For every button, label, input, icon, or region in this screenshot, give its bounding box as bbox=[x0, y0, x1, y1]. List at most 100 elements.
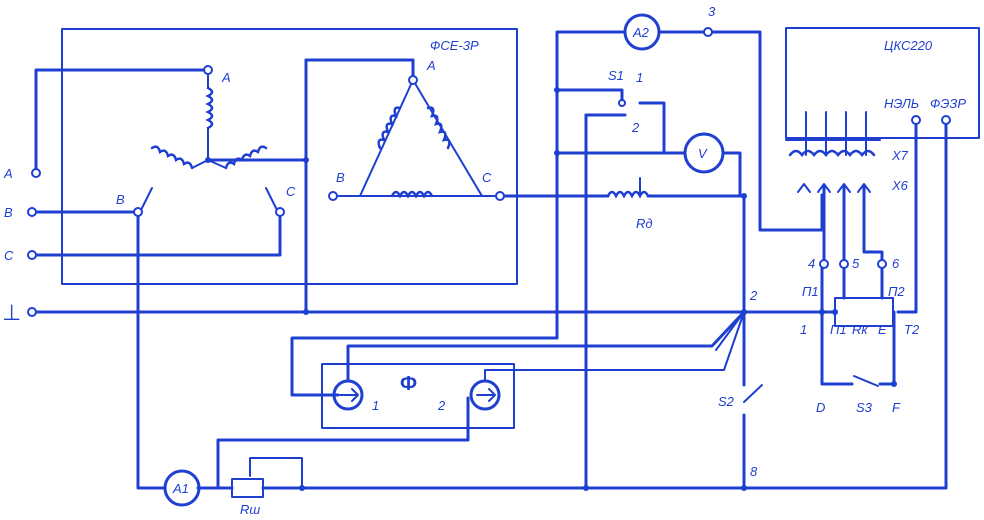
label-supply-a: A bbox=[3, 166, 13, 181]
terminal-delta-b bbox=[328, 191, 338, 201]
label-node-5: 5 bbox=[852, 256, 860, 271]
label-node-3: 3 bbox=[708, 4, 716, 19]
resistor-wiper bbox=[249, 457, 303, 489]
node-dot bbox=[891, 381, 897, 387]
terminal-star-c bbox=[275, 207, 285, 217]
delta-coil-left bbox=[377, 106, 402, 150]
label-ammeter-a1: A1 bbox=[172, 481, 189, 496]
label-panel-left: НЭЛЬ bbox=[884, 96, 919, 111]
node-dot bbox=[303, 157, 309, 163]
label-t1: 1 bbox=[800, 322, 807, 337]
phase-coil-2-arrow bbox=[476, 388, 496, 402]
supply-wire-c bbox=[34, 216, 282, 257]
node-2-to-phase-1 bbox=[346, 310, 746, 382]
label-s2: S2 bbox=[718, 394, 735, 409]
label-rd: Rд bbox=[636, 216, 653, 231]
bottom-bus bbox=[136, 210, 167, 490]
terminal-node-3 bbox=[703, 27, 713, 37]
star-leg-c bbox=[207, 159, 227, 169]
label-f: F bbox=[892, 400, 901, 415]
ammeter-a2 bbox=[623, 13, 661, 51]
left-bus-wire bbox=[290, 58, 559, 397]
label-star-c: C bbox=[286, 184, 296, 199]
label-delta-title: ФСЕ-3Р bbox=[430, 38, 479, 53]
d-wire bbox=[820, 260, 854, 386]
node-2-fan bbox=[715, 311, 745, 351]
star-leg-b-end bbox=[139, 187, 153, 213]
label-phase-coil-2: 2 bbox=[437, 398, 446, 413]
delta-top-wire bbox=[304, 58, 415, 80]
delta-side-right bbox=[412, 79, 483, 197]
delta-side-left bbox=[359, 79, 414, 197]
star-coil-b bbox=[150, 145, 194, 170]
label-rk: Rк bbox=[852, 322, 868, 337]
node-dot bbox=[741, 309, 747, 315]
terminal-4 bbox=[819, 259, 829, 269]
label-delta-a: A bbox=[426, 58, 436, 73]
ammeter-a1 bbox=[163, 469, 201, 507]
xt6-arrows bbox=[797, 183, 871, 193]
terminal-s1-contact bbox=[618, 99, 626, 107]
label-node-2: 2 bbox=[749, 288, 758, 303]
bottom-bus-far bbox=[261, 120, 948, 490]
label-p1: П1 bbox=[802, 284, 819, 299]
xt7-coils bbox=[788, 149, 876, 158]
label-node-4: 4 bbox=[808, 256, 815, 271]
label-rsh: Rш bbox=[240, 502, 260, 517]
label-ground: ⊥ bbox=[2, 301, 21, 326]
node-dot bbox=[741, 193, 747, 199]
voltmeter-v bbox=[683, 132, 725, 174]
panel-frame bbox=[785, 27, 980, 139]
label-star-b: B bbox=[116, 192, 125, 207]
label-ammeter-a2: A2 bbox=[632, 25, 650, 40]
label-supply-c: C bbox=[4, 248, 14, 263]
label-s1-contact-1: 1 bbox=[636, 70, 643, 85]
label-supply-b: B bbox=[4, 205, 13, 220]
node-dot bbox=[583, 485, 589, 491]
terminal-panel-right bbox=[941, 115, 951, 125]
label-s1: S1 bbox=[608, 68, 624, 83]
delta-coil-bottom bbox=[390, 190, 434, 199]
terminal-star-b bbox=[133, 207, 143, 217]
label-phase-title: Ф bbox=[400, 373, 417, 395]
node-dot bbox=[554, 87, 560, 93]
label-panel-title: ЦКС220 bbox=[884, 38, 933, 53]
label-voltmeter: V bbox=[698, 146, 708, 161]
label-phase-coil-1: 1 bbox=[372, 398, 379, 413]
label-node-8: 8 bbox=[750, 464, 758, 479]
terminal-ground bbox=[27, 307, 37, 317]
node-dot bbox=[832, 309, 838, 315]
label-xt6: Х6 bbox=[891, 178, 909, 193]
label-xt7: Х7 bbox=[891, 148, 909, 163]
label-s3: S3 bbox=[856, 400, 873, 415]
label-p2: П2 bbox=[888, 284, 905, 299]
v-right-wire bbox=[721, 151, 742, 197]
label-e: Е bbox=[878, 322, 887, 337]
terminal-supply-a bbox=[31, 168, 41, 178]
terminal-delta-a bbox=[408, 75, 418, 85]
s1-common-wire bbox=[555, 88, 624, 105]
node-dot bbox=[741, 485, 747, 491]
terminal-6 bbox=[877, 259, 887, 269]
terminal-5 bbox=[839, 259, 849, 269]
label-panel-right: ФЭЗР bbox=[930, 96, 966, 111]
node-dot bbox=[303, 309, 309, 315]
phase-coil-1 bbox=[332, 379, 364, 411]
phase-coil-2 bbox=[469, 379, 501, 411]
node-2-to-phase-2a bbox=[484, 311, 745, 381]
panel-left-term-wire bbox=[896, 120, 918, 314]
node-dot bbox=[299, 485, 305, 491]
label-t2: T2 bbox=[904, 322, 920, 337]
terminal-star-a bbox=[203, 65, 213, 75]
terminal-supply-b bbox=[27, 207, 37, 217]
phase-coil-2-wire bbox=[216, 396, 470, 490]
node-dot bbox=[554, 150, 560, 156]
supply-wire-a bbox=[34, 68, 210, 175]
phase-coil-1-arrow bbox=[339, 388, 359, 402]
label-d: D bbox=[816, 400, 825, 415]
a2-loop-wire bbox=[555, 30, 627, 62]
star-coil-a bbox=[205, 86, 214, 130]
s3-blade bbox=[853, 375, 879, 387]
s2-blade bbox=[743, 384, 763, 403]
